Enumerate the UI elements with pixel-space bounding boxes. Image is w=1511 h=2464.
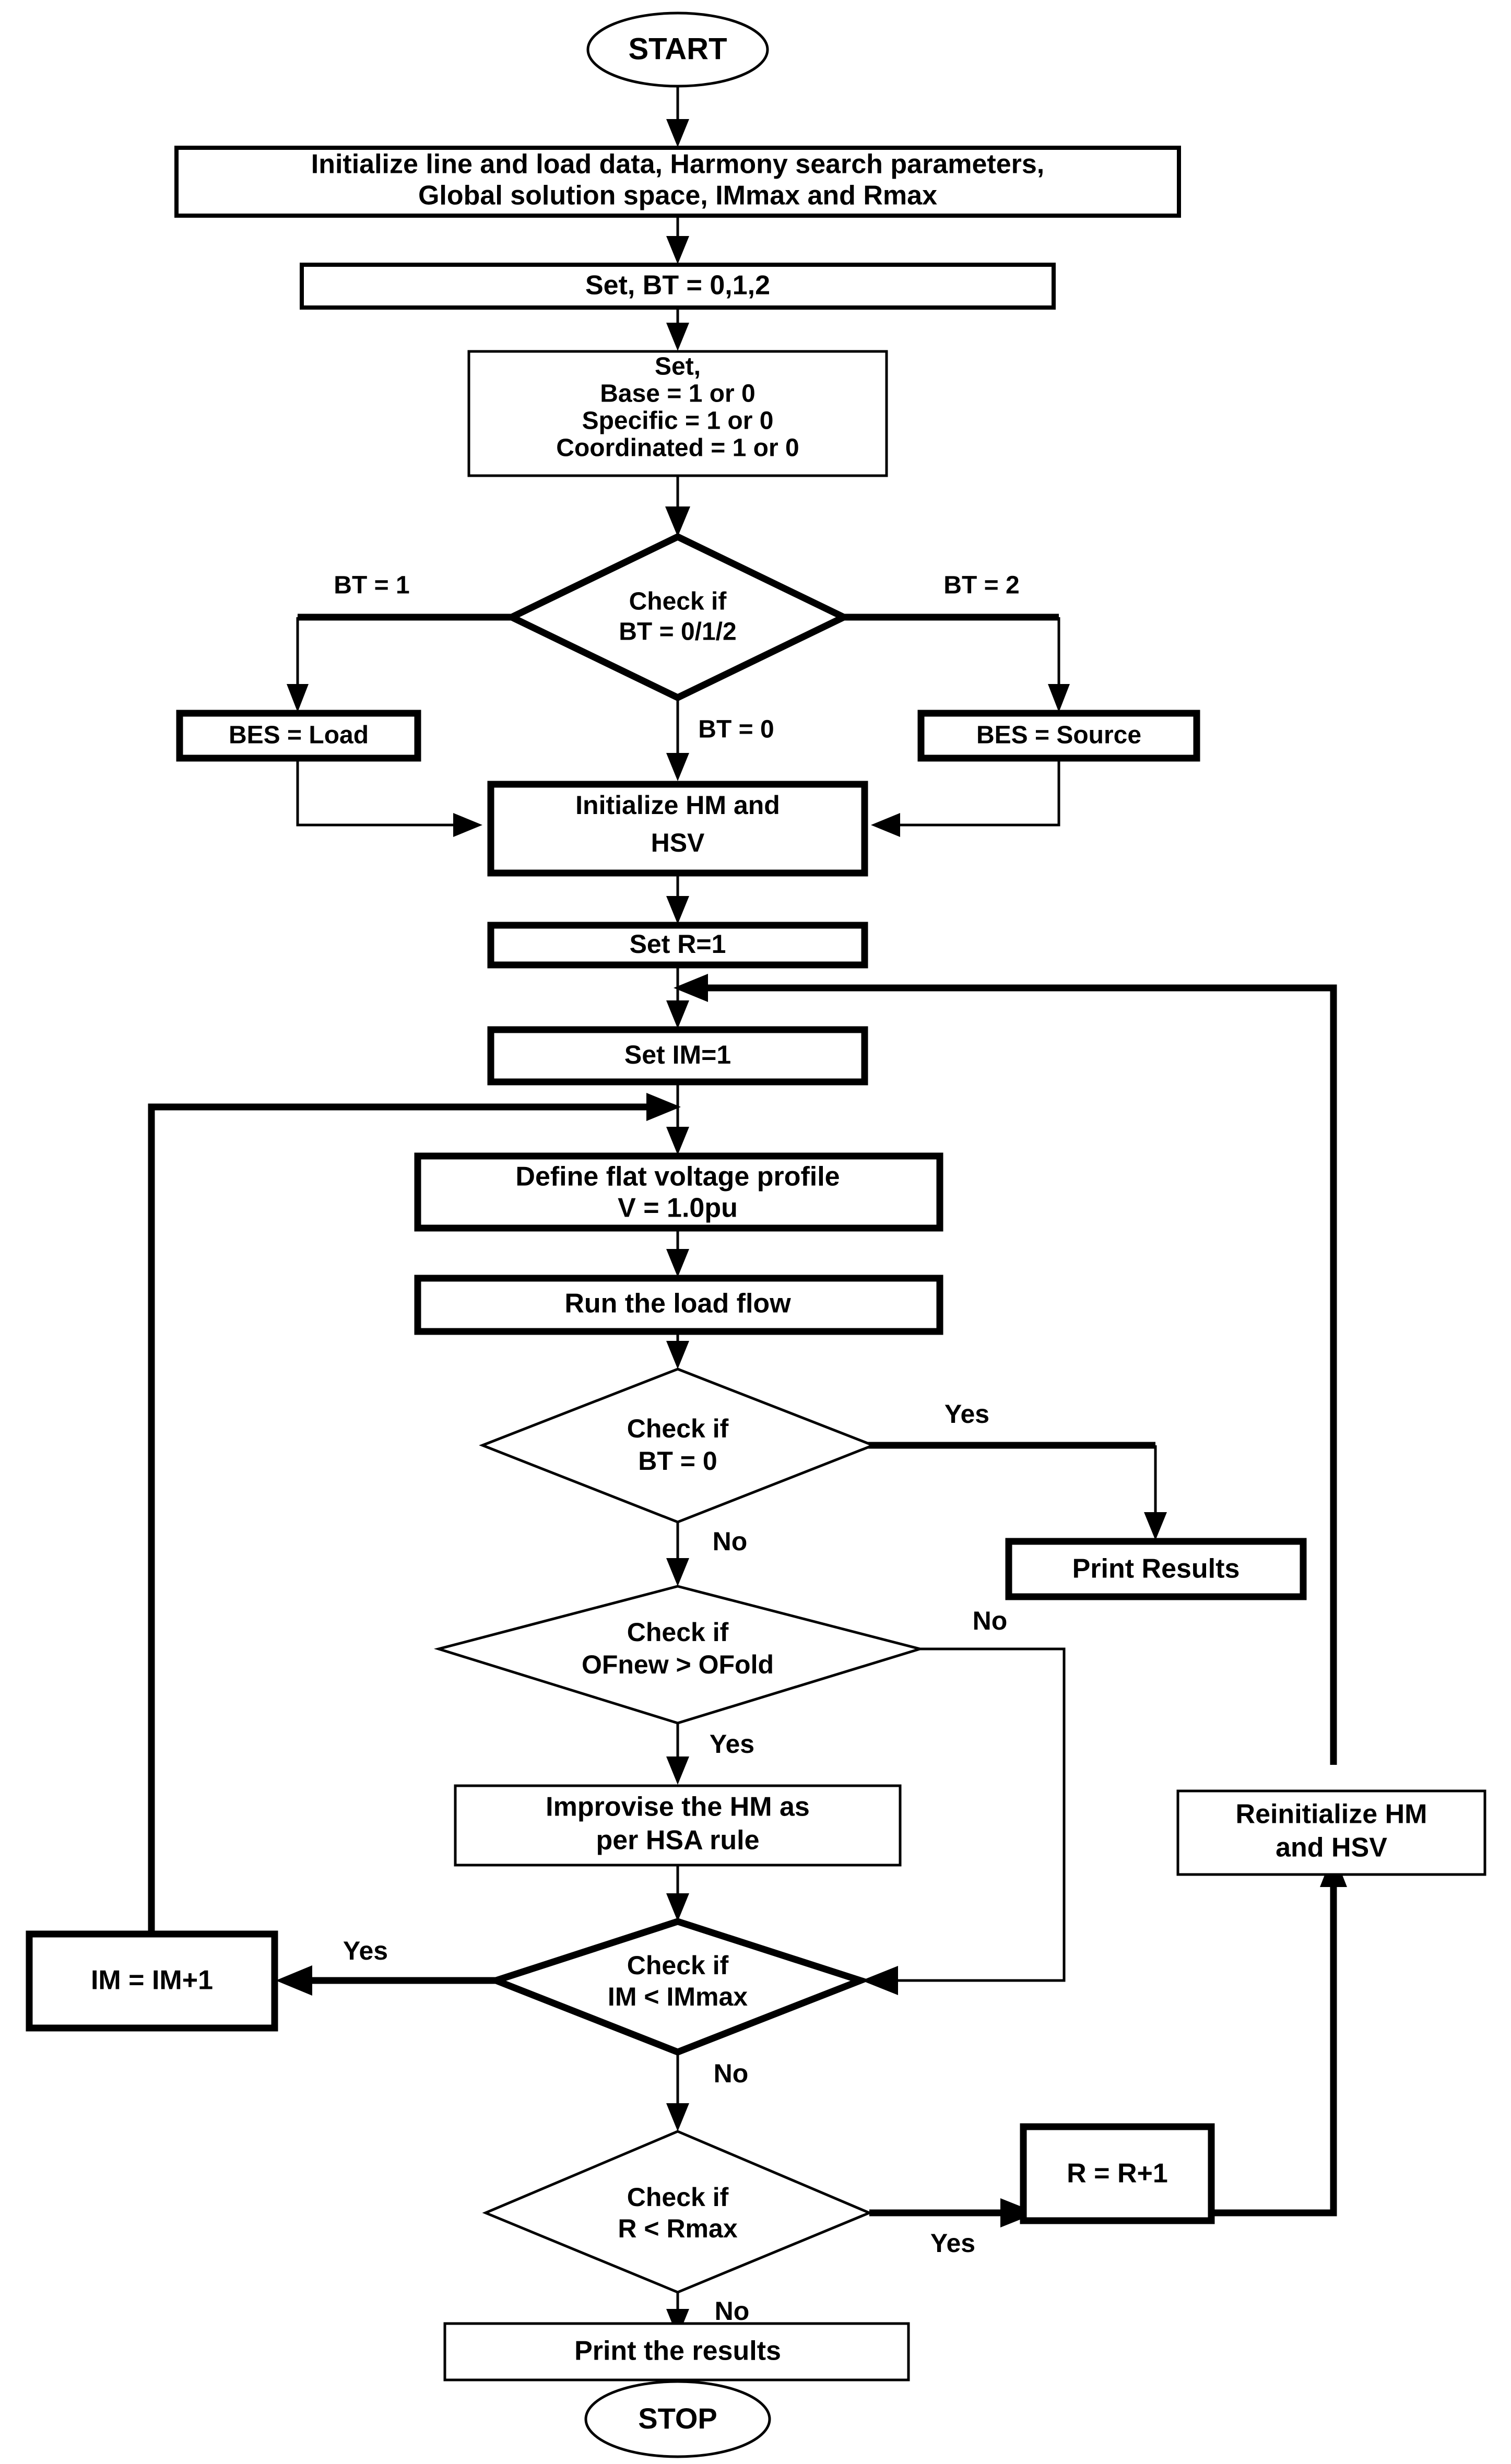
edge-label-bt0-yes: Yes — [945, 1399, 989, 1429]
edge-label-r-yes: Yes — [930, 2229, 975, 2258]
connector-checkbt-to-inithm — [666, 698, 689, 781]
connector-checkof-no-to-checkim — [861, 1647, 1066, 1995]
connector-checkim-yes-to-imincrement — [276, 1965, 496, 1996]
node-improvise-hm-line2: per HSA rule — [596, 1825, 759, 1856]
connector-checkbt-to-bessource — [844, 614, 1070, 712]
node-check-r-line2: R < Rmax — [618, 2214, 737, 2243]
node-set-im1[interactable]: Set IM=1 — [487, 1026, 868, 1086]
connector-besload-to-inithm — [296, 758, 482, 837]
node-check-of-line2: OFnew > OFold — [582, 1650, 774, 1679]
node-reinit-hm-hsv[interactable]: Reinitialize HM and HSV — [1176, 1789, 1486, 1876]
connector-initialize-to-setbt — [666, 215, 689, 264]
connector-inithm-to-setr — [666, 873, 689, 924]
node-print-results-lower[interactable]: Print the results — [443, 2322, 910, 2382]
node-initialize[interactable]: Initialize line and load data, Harmony s… — [174, 146, 1181, 218]
connector-setim-to-flatvoltage — [666, 1082, 689, 1155]
node-bes-source-label: BES = Source — [976, 722, 1141, 749]
node-r-increment[interactable]: R = R+1 — [1020, 2123, 1215, 2224]
node-stop-label: STOP — [638, 2402, 717, 2435]
node-bes-load-label: BES = Load — [229, 722, 369, 749]
node-set-r1[interactable]: Set R=1 — [487, 922, 868, 969]
node-check-r[interactable]: Check if R < Rmax — [482, 2130, 873, 2294]
node-check-bt-012-line2: BT = 0/1/2 — [619, 618, 736, 646]
node-flat-voltage-line1: Define flat voltage profile — [515, 1162, 840, 1192]
connector-setflags-to-checkbt — [665, 475, 690, 537]
node-start[interactable]: START — [586, 11, 769, 88]
node-start-label: START — [628, 32, 727, 66]
node-improvise-hm[interactable]: Improvise the HM as per HSA rule — [454, 1784, 902, 1867]
connector-imincrement-to-flatvoltage-loop — [148, 1093, 681, 1932]
node-set-flags-line2: Base = 1 or 0 — [600, 380, 756, 408]
node-check-of-line1: Check if — [627, 1618, 729, 1647]
node-check-bt-0[interactable]: Check if BT = 0 — [479, 1367, 877, 1524]
node-run-load-flow-label: Run the load flow — [564, 1289, 791, 1319]
edge-label-bt-eq-2: BT = 2 — [943, 572, 1019, 599]
connector-loadflow-to-checkbt0 — [666, 1331, 689, 1369]
node-set-flags-line4: Coordinated = 1 or 0 — [556, 434, 799, 462]
node-set-flags[interactable]: Set, Base = 1 or 0 Specific = 1 or 0 Coo… — [467, 350, 888, 477]
connector-start-to-initialize — [666, 85, 689, 147]
edge-label-bt-eq-1: BT = 1 — [334, 572, 409, 599]
node-stop[interactable]: STOP — [584, 2380, 771, 2458]
node-check-bt-0-line2: BT = 0 — [638, 1446, 717, 1476]
node-initialize-line2: Global solution space, IMmax and Rmax — [418, 181, 937, 211]
connector-flatvoltage-to-loadflow — [666, 1228, 689, 1277]
node-init-hm-hsv-line2: HSV — [651, 828, 705, 857]
edge-label-im-yes: Yes — [343, 1936, 388, 1965]
connector-bessource-to-inithm — [871, 758, 1060, 837]
node-check-im[interactable]: Check if IM < IMmax — [486, 1918, 871, 2056]
connector-setr-to-setim — [666, 965, 689, 1029]
node-check-of[interactable]: Check if OFnew > OFold — [433, 1585, 925, 1725]
node-im-increment[interactable]: IM = IM+1 — [26, 1930, 278, 2032]
connector-reinit-to-setim-loop — [674, 974, 1337, 1765]
node-set-im1-label: Set IM=1 — [624, 1040, 731, 1069]
node-bes-source[interactable]: BES = Source — [917, 710, 1200, 762]
node-flat-voltage-line2: V = 1.0pu — [618, 1193, 738, 1223]
node-check-bt-012[interactable]: Check if BT = 0/1/2 — [504, 533, 852, 702]
node-print-results-upper[interactable]: Print Results — [1005, 1538, 1307, 1600]
edge-label-r-no: No — [715, 2296, 750, 2326]
node-r-increment-label: R = R+1 — [1067, 2159, 1168, 2189]
node-im-increment-label: IM = IM+1 — [91, 1965, 213, 1996]
node-print-results-upper-label: Print Results — [1072, 1554, 1240, 1584]
node-set-bt-label: Set, BT = 0,1,2 — [585, 270, 770, 301]
node-check-r-line1: Check if — [627, 2183, 729, 2212]
node-reinit-hm-hsv-line1: Reinitialize HM — [1236, 1799, 1427, 1830]
connector-improvise-to-checkim — [666, 1865, 689, 1921]
node-set-bt[interactable]: Set, BT = 0,1,2 — [300, 263, 1056, 310]
node-set-flags-line1: Set, — [655, 353, 701, 381]
connector-checkim-no-to-checkr — [666, 2052, 689, 2131]
node-set-r1-label: Set R=1 — [630, 929, 726, 959]
edge-label-im-no: No — [714, 2059, 749, 2088]
edge-label-of-no: No — [973, 1606, 1008, 1635]
node-print-results-lower-label: Print the results — [574, 2336, 781, 2366]
connector-checkbt-to-besload — [287, 614, 512, 712]
node-init-hm-hsv[interactable]: Initialize HM and HSV — [487, 781, 868, 877]
connector-checkr-yes-to-rincrement — [869, 2198, 1037, 2227]
node-check-bt-012-line1: Check if — [629, 588, 727, 616]
node-improvise-hm-line1: Improvise the HM as — [546, 1792, 810, 1822]
connector-checkof-yes-to-improvise — [666, 1723, 689, 1785]
connector-checkbt0-no-to-checkof — [666, 1522, 689, 1586]
edge-label-of-yes: Yes — [710, 1729, 754, 1759]
node-check-im-line1: Check if — [627, 1951, 729, 1980]
node-check-im-line2: IM < IMmax — [608, 1982, 748, 2011]
connector-setbt-to-setflags — [666, 307, 689, 351]
edge-label-bt0-no: No — [713, 1527, 748, 1556]
node-reinit-hm-hsv-line2: and HSV — [1276, 1833, 1387, 1863]
edge-label-bt-eq-0: BT = 0 — [698, 716, 774, 744]
node-bes-load[interactable]: BES = Load — [176, 710, 421, 762]
node-init-hm-hsv-line1: Initialize HM and — [575, 791, 780, 820]
node-check-bt-0-line1: Check if — [627, 1414, 729, 1443]
node-set-flags-line3: Specific = 1 or 0 — [582, 407, 774, 435]
node-flat-voltage[interactable]: Define flat voltage profile V = 1.0pu — [414, 1152, 943, 1232]
node-initialize-line1: Initialize line and load data, Harmony s… — [311, 149, 1044, 180]
connector-rincrement-to-reinit — [1211, 1853, 1347, 2217]
node-run-load-flow[interactable]: Run the load flow — [414, 1275, 943, 1335]
